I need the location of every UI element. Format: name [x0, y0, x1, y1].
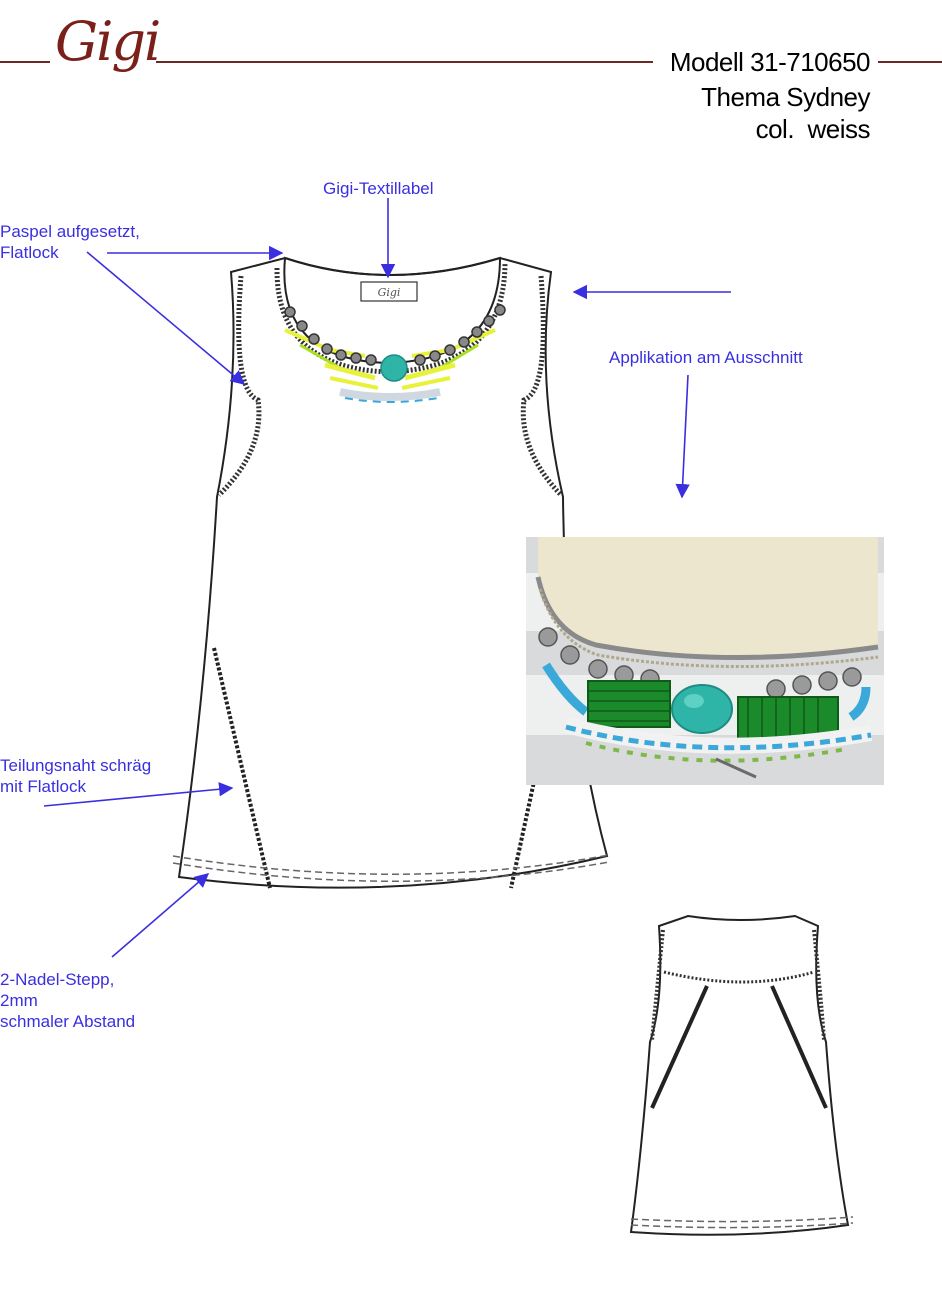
- annotation-seam-line1: Teilungsnaht schräg: [0, 756, 152, 775]
- header-rule-right: [878, 61, 942, 63]
- back-body-outline: [629, 914, 850, 1236]
- front-armhole-piping-left: [217, 275, 262, 497]
- arrow-stitch: [111, 873, 210, 958]
- textile-label-text: Gigi: [378, 286, 401, 299]
- theme-name: Thema Sydney: [701, 82, 870, 112]
- back-seam-right: [770, 985, 828, 1109]
- model-number: Modell 31-710650: [669, 47, 871, 77]
- application-photo-illustration: [526, 537, 884, 785]
- annotation-arrows: [43, 198, 731, 958]
- front-body-outline: [177, 256, 609, 889]
- back-armhole-piping-right: [812, 929, 826, 1041]
- textile-label: [360, 281, 418, 302]
- back-seam-left: [650, 985, 709, 1109]
- front-hem-stitch-2: [172, 861, 610, 882]
- annotation-seam-line2: mit Flatlock: [0, 777, 86, 796]
- application-photo: [526, 537, 884, 785]
- annotation-seam: Teilungsnaht schräg mit Flatlock: [0, 755, 151, 797]
- color-name: col. weiss: [755, 114, 871, 144]
- annotation-piping-line2: Flatlock: [0, 243, 59, 262]
- front-seam-left: [212, 647, 272, 889]
- front-armhole-piping-right: [520, 275, 563, 497]
- back-hem-stitch-1: [630, 1216, 854, 1223]
- annotation-textile-label: Gigi-Textillabel: [323, 179, 434, 198]
- gigi-logo: Gigi: [55, 10, 161, 73]
- arrow-application-photo: [675, 374, 690, 499]
- annotation-stitch-line1: 2-Nadel-Stepp,: [0, 970, 115, 989]
- arrow-seam: [43, 782, 234, 807]
- header-rule-middle: [156, 61, 653, 63]
- annotation-stitch-line2: 2mm: [0, 991, 38, 1010]
- front-application: [284, 304, 506, 403]
- back-hem-stitch-2: [630, 1222, 854, 1229]
- annotation-piping-line1: Paspel aufgesetzt,: [0, 222, 140, 241]
- annotation-application: Applikation am Ausschnitt: [609, 348, 803, 367]
- front-hem-stitch-1: [172, 854, 610, 875]
- back-armhole-piping-left: [650, 929, 665, 1041]
- header-rule-left: [0, 61, 50, 63]
- annotation-stitch-line3: schmaler Abstand: [0, 1012, 136, 1031]
- annotation-piping: Paspel aufgesetzt, Flatlock: [0, 221, 140, 263]
- back-garment: [629, 914, 854, 1236]
- arrow-piping-armhole: [86, 251, 246, 385]
- annotation-stitch: 2-Nadel-Stepp, 2mm schmaler Abstand: [0, 969, 135, 1032]
